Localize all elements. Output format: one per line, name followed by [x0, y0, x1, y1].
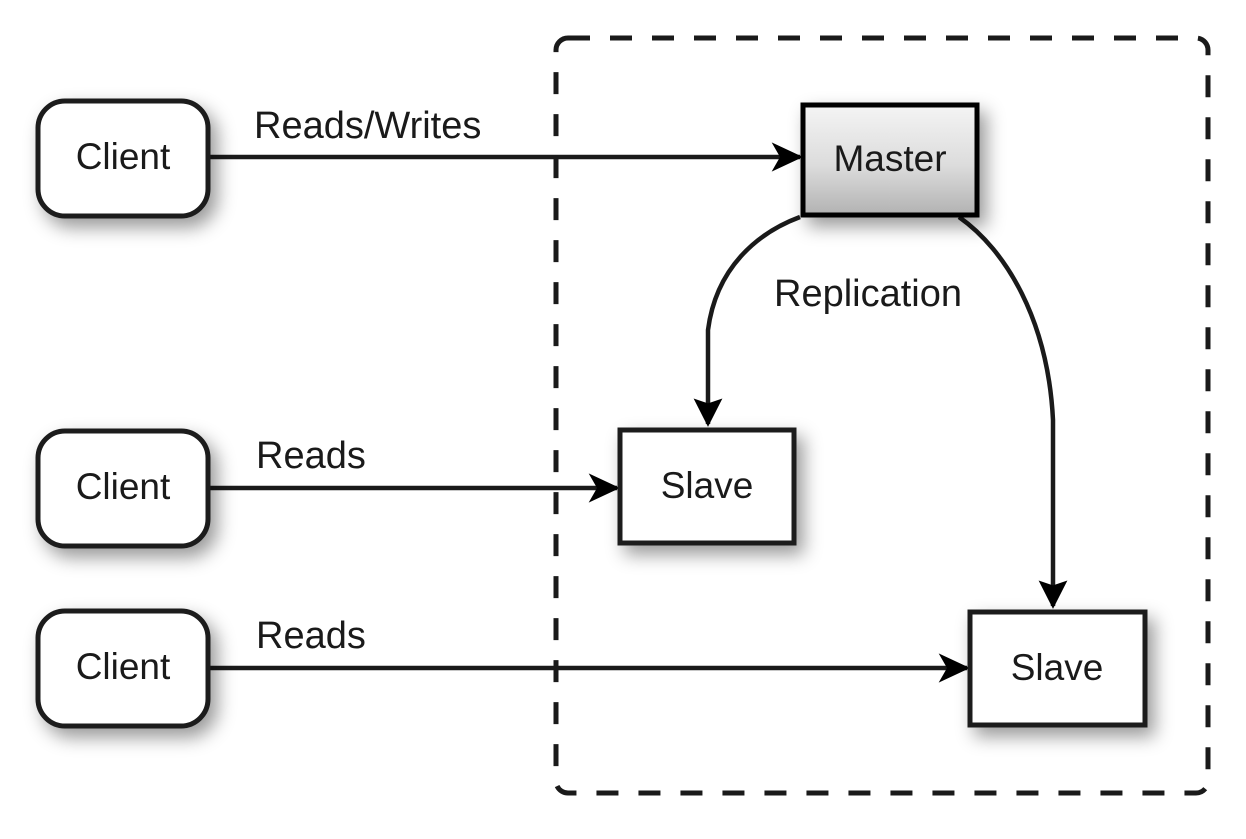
- node-client-bottom[interactable]: Client: [35, 608, 211, 729]
- edge-label-replication: Replication: [774, 273, 962, 315]
- node-slave-upper[interactable]: Slave: [617, 427, 797, 546]
- edge-curve-replication-lower: [957, 215, 1068, 609]
- client-middle-shape[interactable]: [35, 428, 211, 549]
- master-label: Master: [833, 138, 946, 179]
- slave-lower-label: Slave: [1011, 647, 1104, 688]
- slave-upper-shape[interactable]: [617, 427, 797, 546]
- edge-master-slave-upper: [693, 214, 801, 427]
- node-client-top[interactable]: Client: [35, 98, 211, 219]
- cluster-boundary-rect: [553, 35, 1211, 796]
- client-top-label: Client: [76, 136, 171, 177]
- client-middle-label: Client: [76, 466, 171, 507]
- master-shape[interactable]: [800, 102, 980, 218]
- slave-upper-label: Slave: [661, 465, 754, 506]
- node-slave-lower[interactable]: Slave: [967, 609, 1148, 728]
- node-master[interactable]: Master: [800, 102, 980, 218]
- node-client-middle[interactable]: Client: [35, 428, 211, 549]
- edge-label-reads-upper: Reads: [256, 435, 366, 477]
- client-bottom-shape[interactable]: [35, 608, 211, 729]
- edge-label-reads-writes: Reads/Writes: [254, 105, 481, 147]
- edge-curve-replication-upper: [693, 214, 801, 427]
- database-cluster-boundary: [553, 35, 1211, 796]
- slave-lower-shape[interactable]: [967, 609, 1148, 728]
- client-top-shape[interactable]: [35, 98, 211, 219]
- edge-label-reads-lower: Reads: [256, 615, 366, 657]
- client-bottom-label: Client: [76, 646, 171, 687]
- edge-master-slave-lower: [957, 215, 1068, 609]
